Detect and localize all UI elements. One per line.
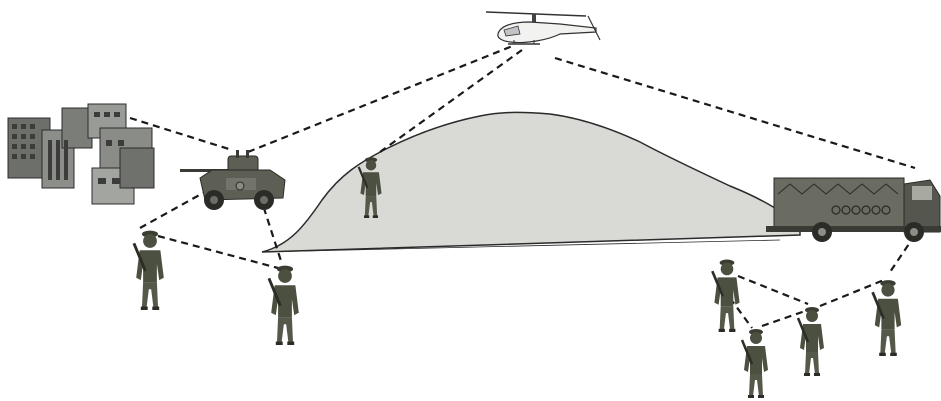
soldier-icon: [742, 329, 768, 398]
link-soldier-right-1-soldier-right-3: [738, 276, 808, 304]
hill-terrain: [262, 112, 800, 252]
soldier-icon: [269, 266, 299, 345]
soldier-icon: [712, 260, 739, 332]
soldier-icon: [134, 231, 164, 310]
link-soldier-left-1-soldier-left-2: [158, 236, 278, 268]
soldier-icon: [873, 280, 902, 356]
armored-vehicle-icon: [180, 150, 285, 210]
soldier-icon: [798, 307, 824, 376]
helicopter-icon: [486, 12, 600, 44]
